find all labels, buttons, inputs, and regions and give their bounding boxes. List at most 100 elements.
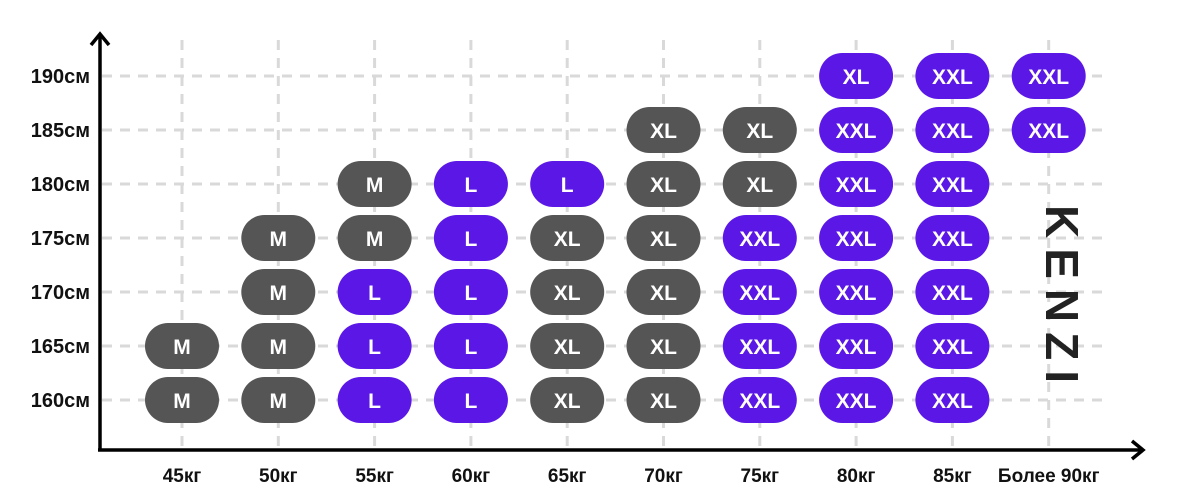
size-pill: L bbox=[433, 161, 508, 207]
size-pill: L bbox=[433, 377, 508, 423]
size-pill: XXL bbox=[915, 323, 990, 369]
size-label: XXL bbox=[739, 228, 780, 251]
size-label: XXL bbox=[932, 66, 973, 89]
size-label: XL bbox=[554, 390, 581, 413]
size-label: XL bbox=[650, 390, 677, 413]
size-pill-bg bbox=[433, 269, 508, 315]
size-label: XXL bbox=[836, 282, 877, 305]
size-pill-bg bbox=[530, 377, 605, 423]
size-label: XXL bbox=[739, 282, 780, 305]
size-label: XXL bbox=[836, 120, 877, 143]
size-pill: M bbox=[241, 377, 316, 423]
size-pill: XL bbox=[530, 377, 605, 423]
y-tick-label: 185см bbox=[31, 120, 90, 142]
size-pill: XXL bbox=[915, 215, 990, 261]
size-label: XL bbox=[650, 336, 677, 359]
size-label: L bbox=[368, 390, 381, 413]
size-label: XXL bbox=[836, 336, 877, 359]
size-pill-bg bbox=[433, 323, 508, 369]
size-label: M bbox=[173, 390, 191, 413]
size-pill-bg bbox=[1011, 53, 1086, 99]
size-label: XXL bbox=[836, 174, 877, 197]
size-pill-bg bbox=[433, 215, 508, 261]
logo-text: KENZI bbox=[1036, 204, 1088, 393]
size-pill-bg bbox=[626, 161, 701, 207]
size-pill: L bbox=[337, 269, 412, 315]
size-pill-bg bbox=[626, 215, 701, 261]
size-pill: XL bbox=[530, 215, 605, 261]
size-pill: XL bbox=[530, 323, 605, 369]
y-tick-label: 160см bbox=[31, 390, 90, 412]
size-pill: XXL bbox=[1011, 53, 1086, 99]
size-pill: XXL bbox=[819, 377, 894, 423]
size-pill-bg bbox=[819, 161, 894, 207]
size-pill: L bbox=[530, 161, 605, 207]
size-pill-bg bbox=[819, 53, 894, 99]
x-tick-label: 60кг bbox=[452, 466, 491, 487]
size-label: XXL bbox=[932, 390, 973, 413]
size-pill-bg bbox=[819, 377, 894, 423]
x-tick-label: 55кг bbox=[355, 466, 394, 487]
size-pill: XL bbox=[722, 161, 797, 207]
size-pill: M bbox=[145, 377, 219, 423]
y-tick-label: 190см bbox=[31, 66, 90, 88]
size-label: XXL bbox=[1028, 120, 1069, 143]
size-pill-bg bbox=[337, 161, 412, 207]
size-label: XL bbox=[650, 228, 677, 251]
size-pill: XL bbox=[530, 269, 605, 315]
size-pill-bg bbox=[915, 107, 990, 153]
size-label: XL bbox=[554, 282, 581, 305]
y-axis-arrow-icon bbox=[89, 31, 111, 47]
size-pill: XL bbox=[626, 215, 701, 261]
size-pill-bg bbox=[626, 107, 701, 153]
size-pill-bg bbox=[819, 323, 894, 369]
x-tick-label: 85кг bbox=[933, 466, 972, 487]
size-label: XXL bbox=[836, 228, 877, 251]
size-pill-bg bbox=[915, 215, 990, 261]
x-tick-label: 50кг bbox=[259, 466, 298, 487]
size-pill-bg bbox=[722, 161, 797, 207]
size-label: XL bbox=[554, 228, 581, 251]
size-pill-bg bbox=[433, 377, 508, 423]
size-pill: XL bbox=[722, 107, 797, 153]
x-tick-label: 75кг bbox=[741, 466, 780, 487]
size-label: L bbox=[464, 390, 477, 413]
size-pill: XXL bbox=[915, 269, 990, 315]
size-pill: XXL bbox=[722, 269, 797, 315]
size-pill: M bbox=[337, 161, 412, 207]
size-pill: XL bbox=[626, 377, 701, 423]
size-pill-bg bbox=[530, 161, 605, 207]
size-label: XL bbox=[650, 120, 677, 143]
size-pill: XXL bbox=[915, 377, 990, 423]
size-pill: M bbox=[145, 323, 219, 369]
size-pill: XXL bbox=[819, 323, 894, 369]
size-label: XXL bbox=[739, 336, 780, 359]
size-label: L bbox=[464, 282, 477, 305]
y-tick-label: 180см bbox=[31, 174, 90, 196]
size-pill-bg bbox=[337, 377, 412, 423]
size-label: XL bbox=[650, 174, 677, 197]
size-pill: L bbox=[337, 323, 412, 369]
size-pill: M bbox=[241, 269, 316, 315]
size-pill: XXL bbox=[722, 323, 797, 369]
size-pill-bg bbox=[241, 323, 316, 369]
size-pill: L bbox=[433, 215, 508, 261]
size-pill-bg bbox=[915, 323, 990, 369]
size-pill-bg bbox=[337, 215, 412, 261]
size-pill-bg bbox=[722, 377, 797, 423]
size-pill-bg bbox=[145, 323, 219, 369]
size-pill-bg bbox=[915, 161, 990, 207]
size-pill-bg bbox=[819, 269, 894, 315]
size-label: XL bbox=[746, 120, 773, 143]
size-pill-bg bbox=[1011, 107, 1086, 153]
size-pill: XXL bbox=[819, 269, 894, 315]
size-pill-bg bbox=[337, 269, 412, 315]
size-pill-bg bbox=[433, 161, 508, 207]
y-tick-label: 165см bbox=[31, 336, 90, 358]
size-label: XXL bbox=[932, 120, 973, 143]
size-pill: XL bbox=[819, 53, 894, 99]
size-pill: XXL bbox=[722, 215, 797, 261]
size-pill-bg bbox=[722, 323, 797, 369]
size-pill: M bbox=[337, 215, 412, 261]
size-label: XXL bbox=[932, 228, 973, 251]
